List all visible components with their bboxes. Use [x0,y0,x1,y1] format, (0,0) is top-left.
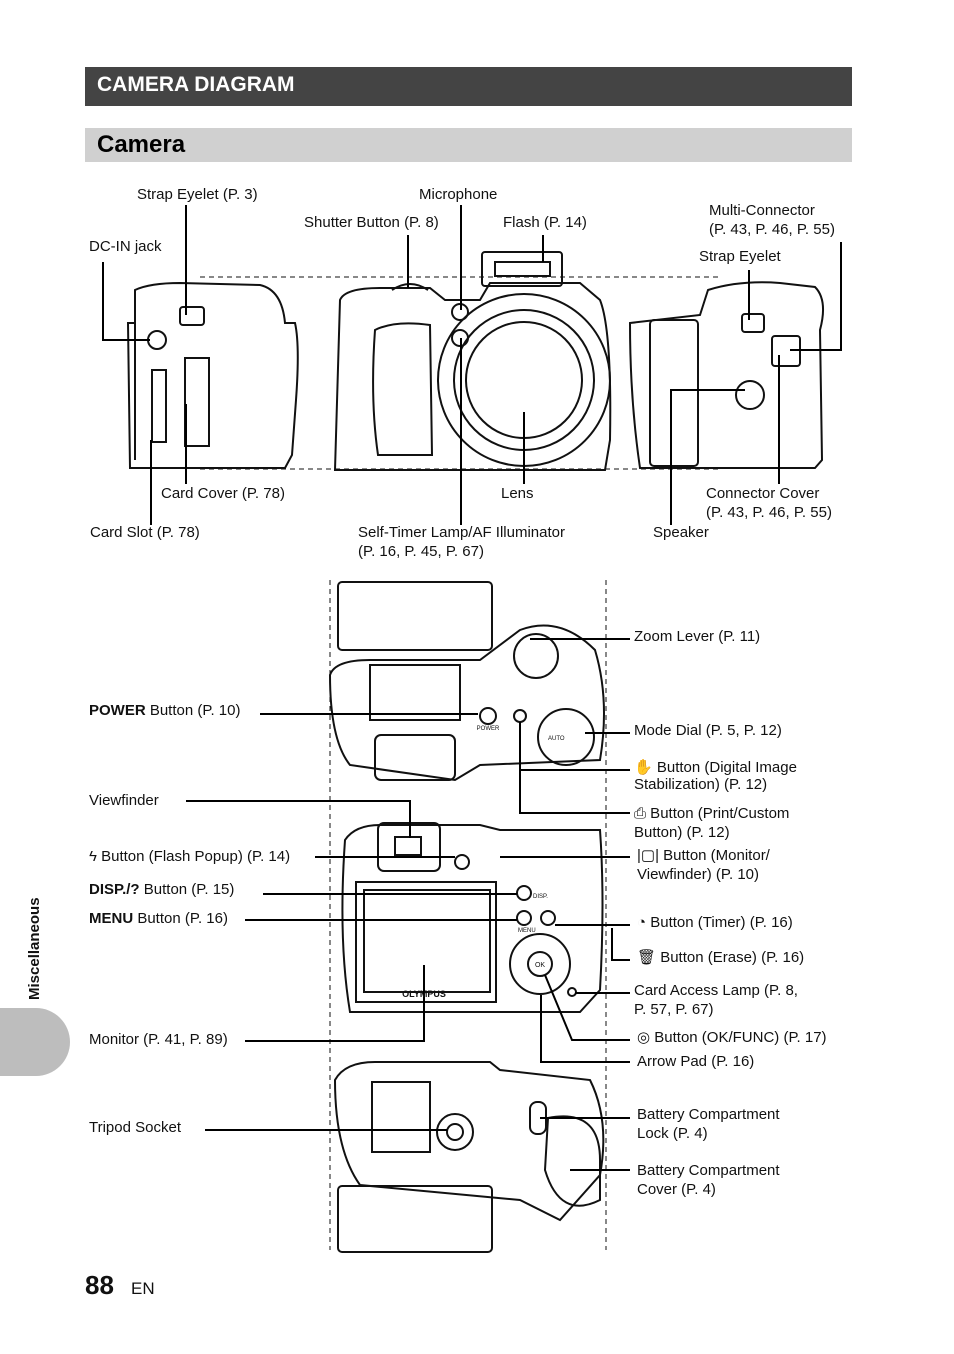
label-multi-connector-2: (P. 43, P. 46, P. 55) [709,221,835,238]
camera-left-view [126,281,299,469]
label-stabilization-1: ✋ Button (Digital Image [634,759,797,776]
label-battery-lock-1: Battery Compartment [637,1106,780,1123]
label-card-cover: Card Cover (P. 78) [161,485,285,502]
label-self-timer-2: (P. 16, P. 45, P. 67) [358,543,484,560]
label-erase: 🗑 Button (Erase) (P. 16) [637,949,805,966]
section-title: CAMERA DIAGRAM [97,73,295,96]
page-number: 88 [85,1270,114,1300]
label-power-button: POWER Button (P. 10) [89,702,241,719]
label-print-2: Button) (P. 12) [634,824,730,841]
label-strap-eyelet: Strap Eyelet [699,248,781,265]
label-mode-dial: Mode Dial (P. 5, P. 12) [634,722,782,739]
section-title-bar: CAMERA DIAGRAM [85,67,852,106]
camera-brand-text: OLYMPUS [402,989,446,999]
camera-front-view [333,251,612,471]
label-battery-lock-2: Lock (P. 4) [637,1125,708,1142]
label-viewfinder: Viewfinder [89,792,159,809]
label-lens: Lens [501,485,534,502]
label-disp-button: DISP./? Button (P. 15) [89,881,235,898]
camera-bottom-view [333,1061,605,1253]
erase-icon: 🗑 [637,949,657,966]
page-language: EN [131,1279,155,1298]
label-timer: ◔ Button (Timer) (P. 16) [637,914,793,931]
label-shutter-button: Shutter Button (P. 8) [304,214,439,231]
label-battery-cover-1: Battery Compartment [637,1162,780,1179]
label-battery-cover-2: Cover (P. 4) [637,1181,716,1198]
label-card-access-2: P. 57, P. 67) [634,1001,714,1018]
label-flash-popup: ϟ Button (Flash Popup) (P. 14) [89,848,291,865]
label-connector-cover-1: Connector Cover [706,485,820,502]
label-speaker: Speaker [653,524,709,541]
camera-back-view [341,822,604,1013]
camera-auto-text: AUTO [548,736,565,742]
label-ok-func: ◎ Button (OK/FUNC) (P. 17) [637,1029,827,1046]
label-self-timer-1: Self-Timer Lamp/AF Illuminator [358,524,565,541]
subsection-title: Camera [97,131,186,158]
label-monitor: Monitor (P. 41, P. 89) [89,1031,228,1048]
label-flash: Flash (P. 14) [503,214,587,231]
camera-top-view [328,581,605,782]
label-multi-connector-1: Multi-Connector [709,202,815,219]
monitor-viewfinder-icon: |▢| [637,847,659,864]
label-monitor-vf-1: |▢| Button (Monitor/ [637,847,770,864]
camera-disp-text: DISP. [533,894,548,900]
camera-menu-text: MENU [518,928,536,934]
label-stabilization-2: Stabilization) (P. 12) [634,776,768,793]
label-zoom-lever: Zoom Lever (P. 11) [634,628,761,645]
camera-ok-text: OK [535,962,545,969]
label-card-access-1: Card Access Lamp (P. 8, [634,982,798,999]
sidebar-label: Miscellaneous [26,897,43,1000]
subsection-title-bar: Camera [85,128,852,162]
label-menu-button: MENU Button (P. 16) [89,910,228,927]
label-monitor-vf-2: Viewfinder) (P. 10) [637,866,760,883]
ok-func-icon: ◎ [637,1029,651,1046]
label-strap-eyelet-p3: Strap Eyelet (P. 3) [137,186,258,203]
label-connector-cover-2: (P. 43, P. 46, P. 55) [706,504,832,521]
label-arrow-pad: Arrow Pad (P. 16) [637,1053,755,1070]
label-card-slot: Card Slot (P. 78) [90,524,200,541]
label-dc-in-jack: DC-IN jack [89,238,162,255]
print-icon: ⎙ [634,805,647,822]
camera-right-view [628,281,825,469]
label-tripod-socket: Tripod Socket [89,1119,181,1136]
help-icon: ? [130,881,140,898]
leader-lines [102,205,842,1171]
camera-power-text: POWER [477,726,500,732]
timer-icon: ◔ [637,914,647,931]
label-microphone: Microphone [419,186,498,203]
label-print-1: ⎙ Button (Print/Custom [634,805,790,822]
stabilization-icon: ✋ [634,759,653,776]
sidebar-tab [0,1008,70,1076]
flash-icon: ϟ [89,848,97,865]
